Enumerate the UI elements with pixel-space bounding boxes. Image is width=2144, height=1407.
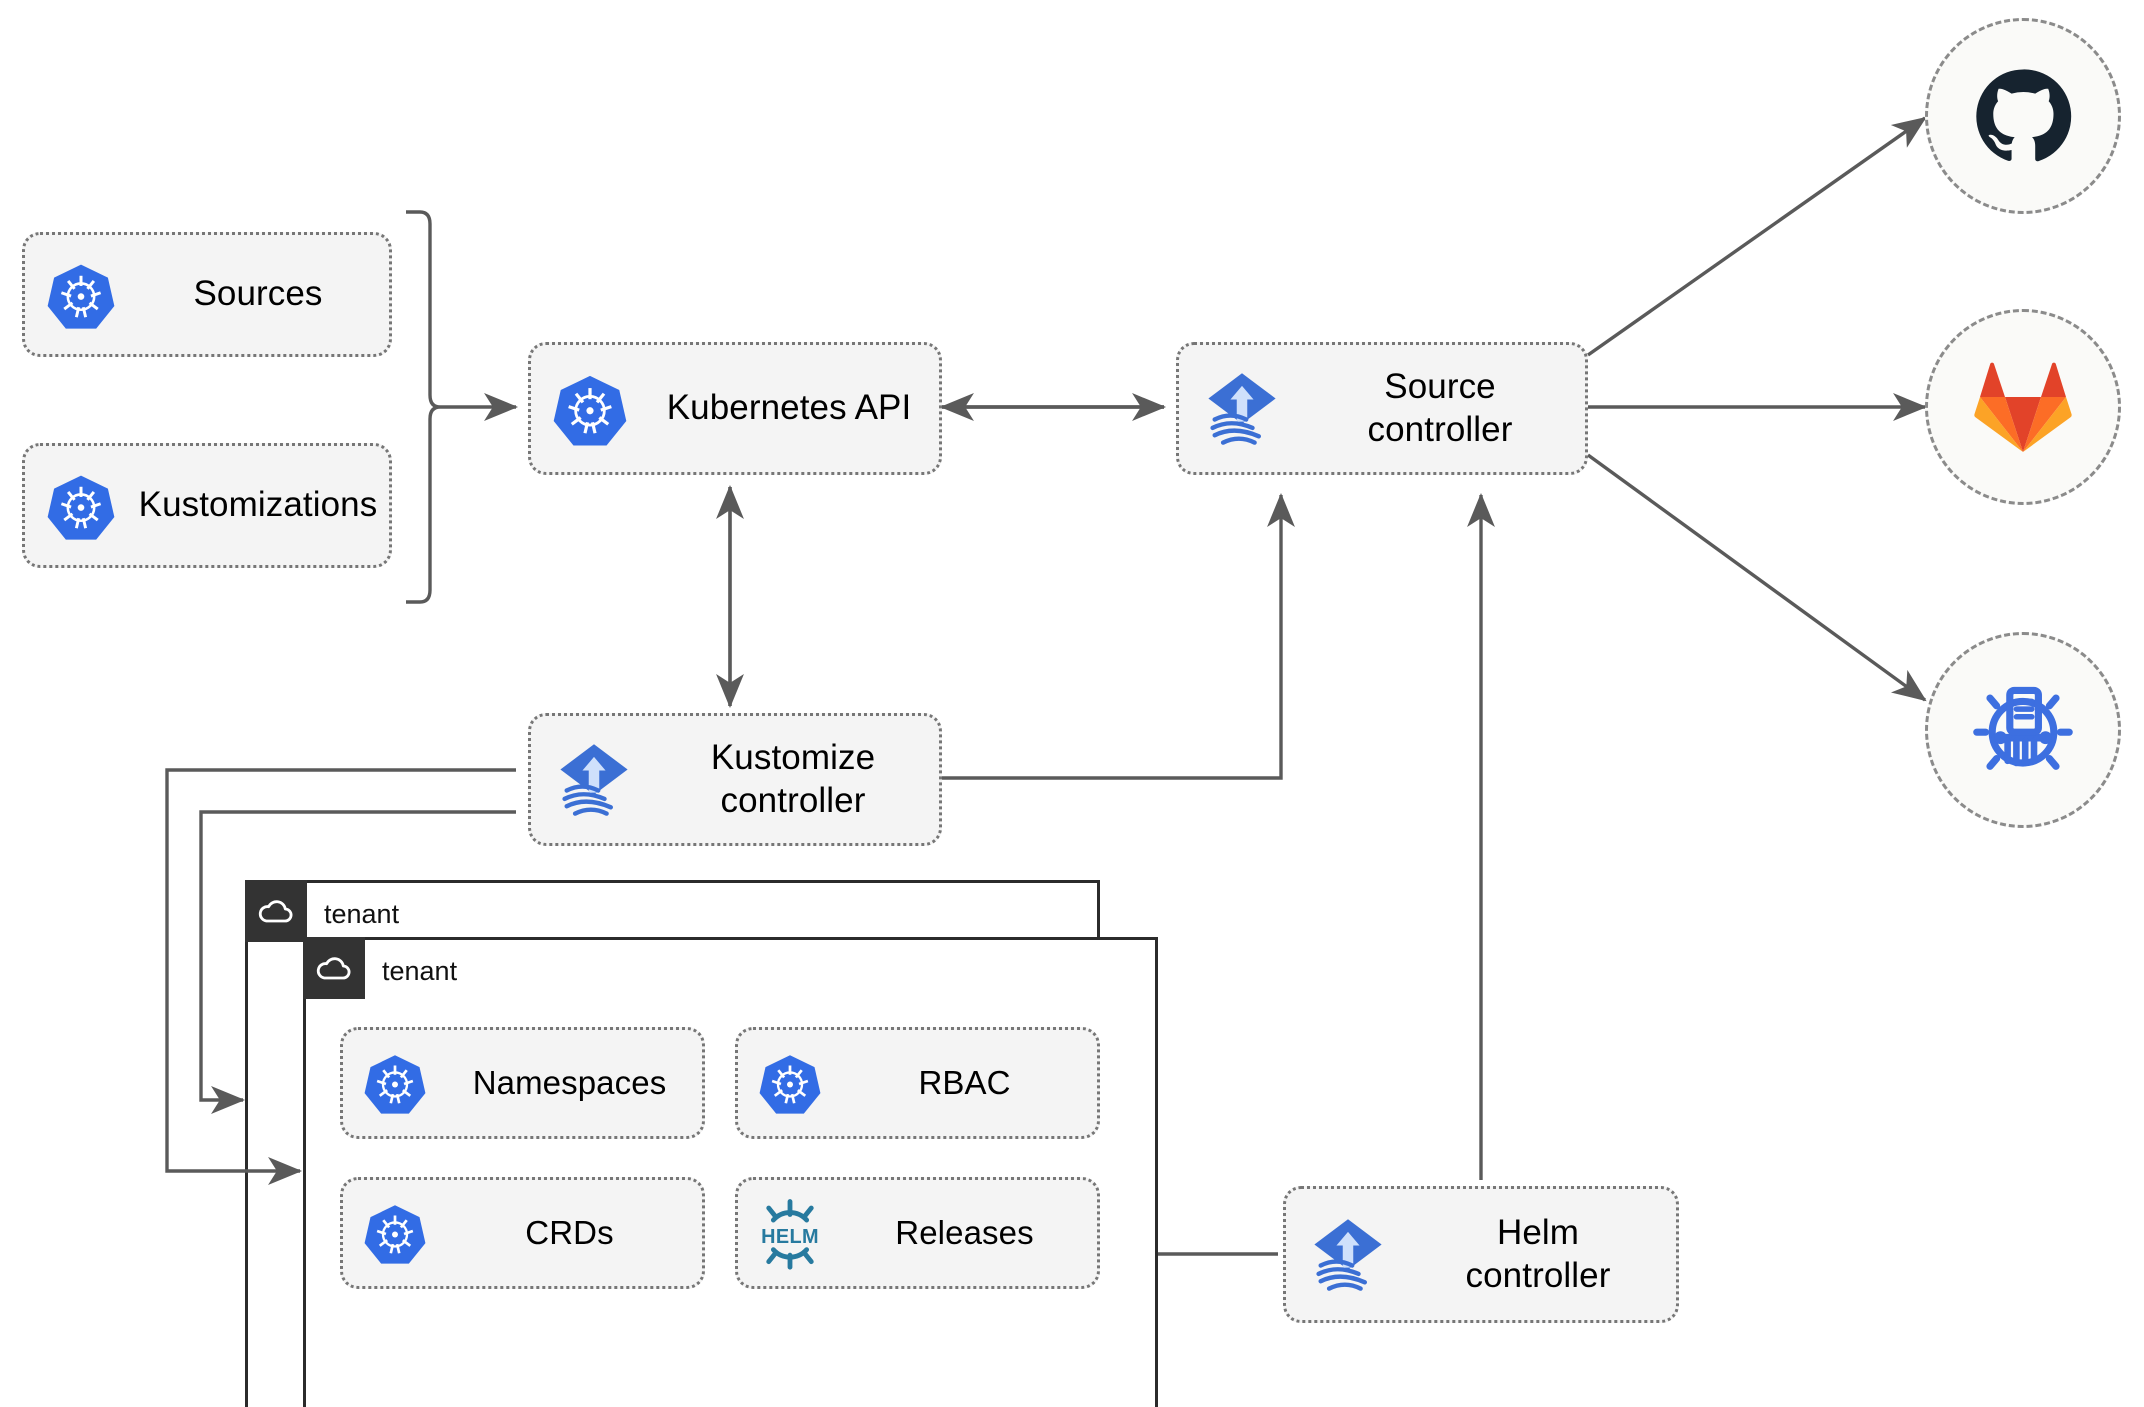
helm-repo-icon [1968, 675, 2078, 785]
kubernetes-icon [25, 472, 137, 540]
kubernetes-icon [343, 1202, 447, 1264]
node-label: Kustomizations [138, 485, 378, 525]
node-label: Sources [193, 274, 323, 314]
node-kustomize-controller[interactable]: Kustomize controller [528, 713, 942, 846]
node-releases[interactable]: HELM Releases [735, 1177, 1100, 1289]
kubernetes-icon [343, 1052, 447, 1114]
provider-helm-repository[interactable] [1925, 632, 2121, 828]
kubernetes-icon [738, 1052, 842, 1114]
node-label: Kustomize controller [710, 737, 876, 820]
github-icon [1974, 67, 2072, 165]
node-label: RBAC [918, 1063, 1011, 1101]
node-label: Kubernetes API [666, 388, 912, 428]
cloud-icon [245, 880, 307, 942]
node-label: Releases [895, 1213, 1034, 1251]
node-kustomizations[interactable]: Kustomizations [22, 443, 392, 568]
node-kubernetes-api[interactable]: Kubernetes API [528, 342, 942, 475]
node-crds[interactable]: CRDs [340, 1177, 705, 1289]
node-rbac[interactable]: RBAC [735, 1027, 1100, 1139]
svg-text:HELM: HELM [761, 1226, 819, 1248]
cloud-icon [303, 937, 365, 999]
node-source-controller[interactable]: Source controller [1176, 342, 1588, 475]
provider-github[interactable] [1925, 18, 2121, 214]
node-label: Source controller [1367, 366, 1513, 449]
node-sources[interactable]: Sources [22, 232, 392, 357]
flux-icon [531, 738, 657, 822]
tenant-label: tenant [324, 899, 400, 929]
kubernetes-icon [531, 372, 649, 446]
kubernetes-icon [25, 261, 137, 329]
node-label: Namespaces [472, 1063, 667, 1101]
tenant-label: tenant [382, 956, 458, 986]
node-helm-controller[interactable]: Helm controller [1283, 1186, 1679, 1323]
tenant-group-front: tenant [303, 937, 1158, 1407]
helm-icon: HELM [738, 1196, 842, 1270]
node-namespaces[interactable]: Namespaces [340, 1027, 705, 1139]
node-label: Helm controller [1465, 1212, 1611, 1295]
node-label: CRDs [525, 1213, 614, 1251]
flux-icon [1179, 367, 1305, 451]
provider-gitlab[interactable] [1925, 309, 2121, 505]
flux-icon [1286, 1213, 1410, 1297]
gitlab-icon [1973, 359, 2073, 455]
